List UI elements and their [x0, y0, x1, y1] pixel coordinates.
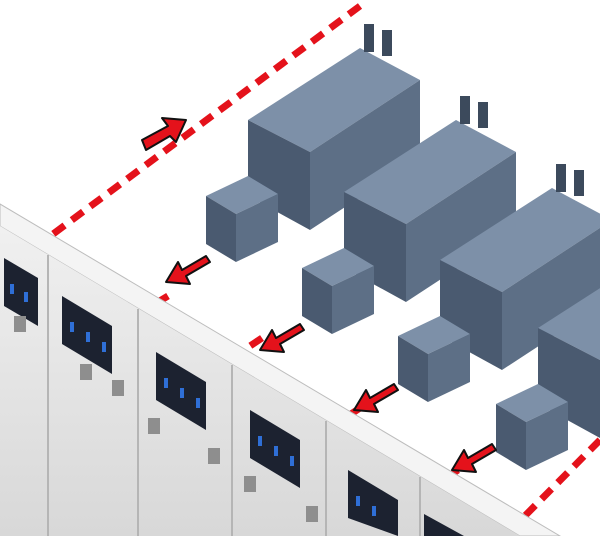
route-line-2 — [248, 335, 264, 349]
flow-arrow-genset-1 — [165, 255, 211, 285]
breaker-unit-3 — [156, 352, 206, 430]
breaker-unit-1 — [4, 258, 38, 326]
route-line-back — [42, 3, 363, 243]
switchgear-face — [0, 226, 520, 536]
flow-arrow-genset-3 — [353, 383, 399, 413]
generator-sets — [206, 24, 600, 470]
genset-4 — [496, 288, 600, 470]
switchgear-lineup — [0, 203, 561, 536]
genset-1 — [206, 24, 420, 262]
breaker-unit-2 — [62, 296, 112, 374]
flow-arrows — [141, 117, 497, 473]
genset-3 — [398, 164, 600, 402]
breaker-unit-5 — [348, 470, 398, 536]
breaker-units — [4, 258, 464, 536]
cabinet-panels — [14, 316, 318, 522]
cabinet-dividers — [47, 255, 421, 536]
flow-arrow-genset-2 — [259, 323, 305, 353]
flow-arrow-genset-4 — [451, 443, 497, 473]
genset-2 — [302, 96, 516, 334]
flow-arrow-up — [141, 117, 187, 151]
breaker-unit-6 — [424, 514, 464, 536]
breaker-unit-4 — [250, 410, 300, 488]
switchgear-top — [0, 203, 561, 536]
